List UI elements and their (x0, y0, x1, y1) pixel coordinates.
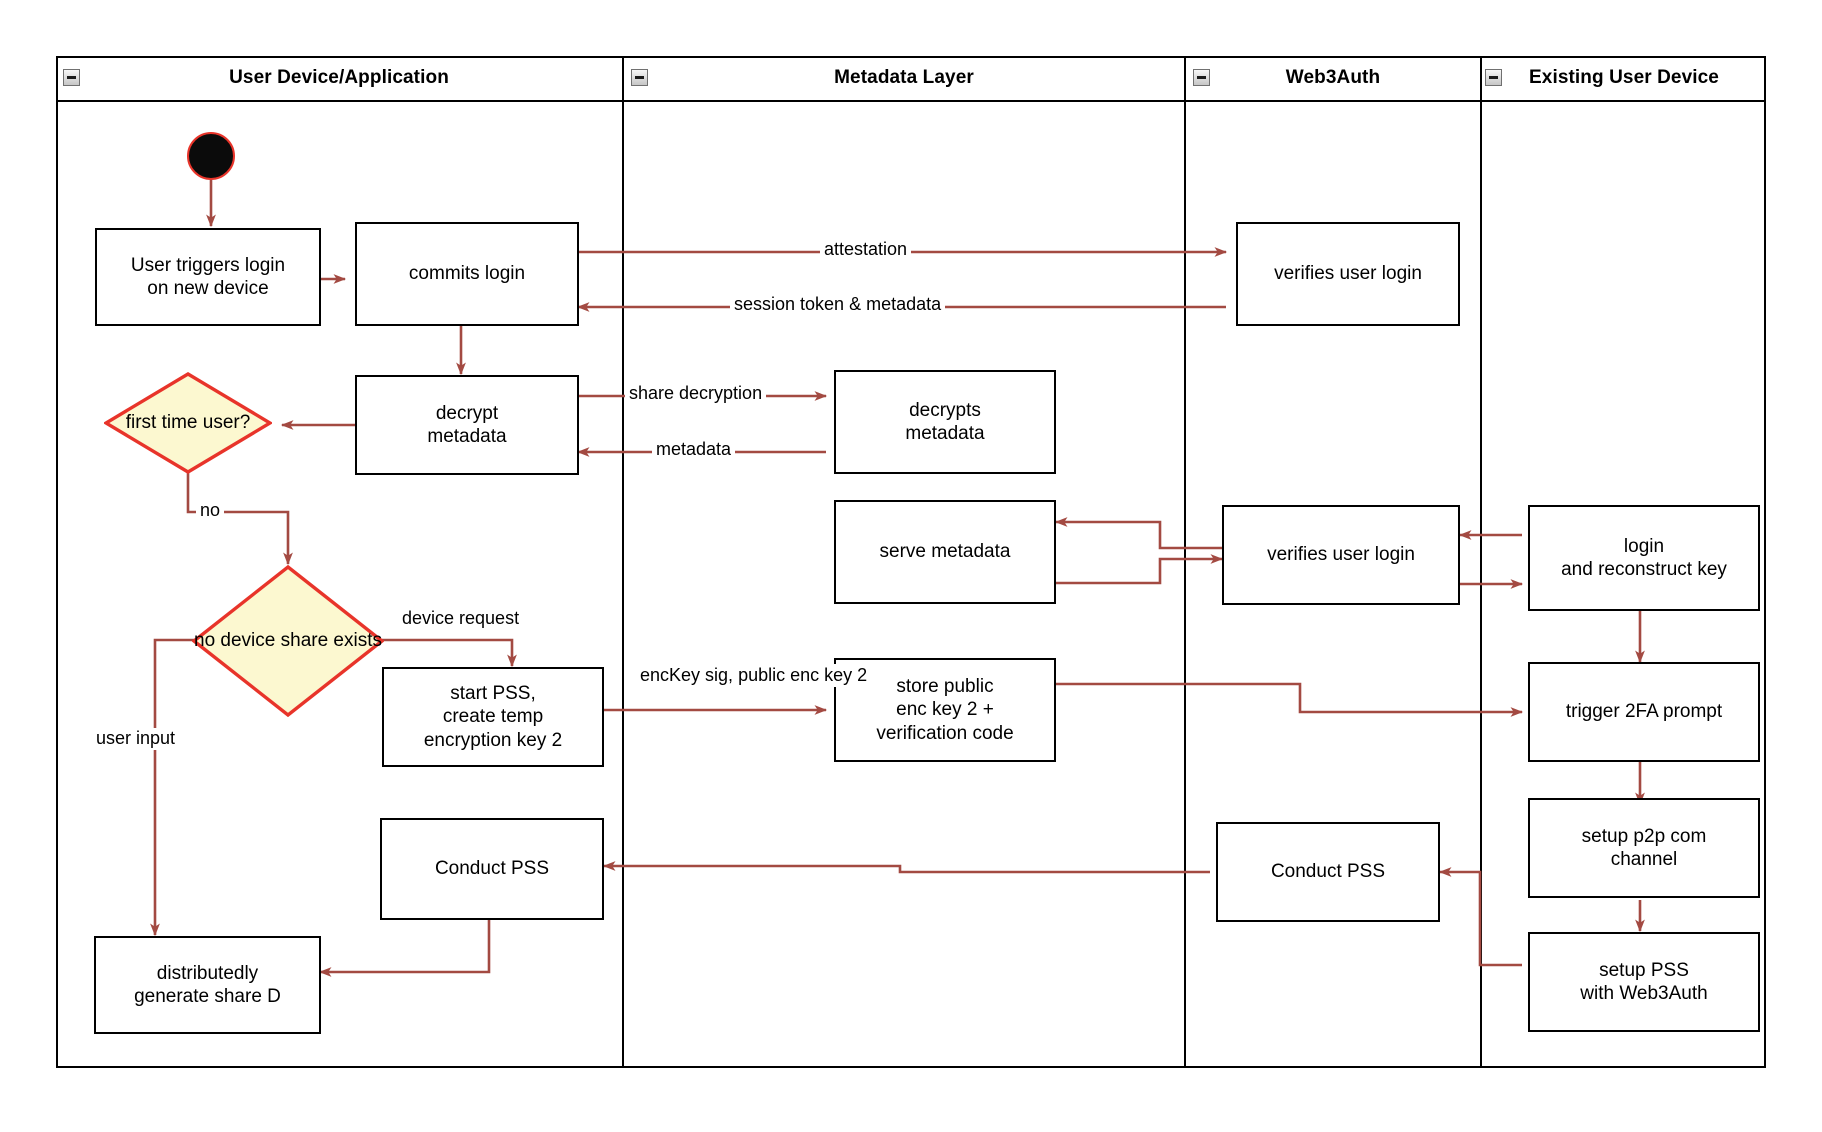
diamond-shape (192, 565, 384, 717)
node-setup-p2p-com-channel[interactable]: setup p2p com channel (1528, 798, 1760, 898)
node-setup-pss-with-web3auth[interactable]: setup PSS with Web3Auth (1528, 932, 1760, 1032)
minus-icon[interactable] (1485, 69, 1502, 86)
node-label-line: start PSS, (450, 683, 536, 705)
edge-label-share-decryption: share decryption (625, 383, 767, 405)
node-label-line: commits login (408, 263, 526, 285)
lane-header-existing-user-device: Existing User Device (1482, 56, 1766, 102)
lane-metadata-layer: Metadata Layer (624, 56, 1186, 1068)
node-login-and-reconstruct-key[interactable]: login and reconstruct key (1528, 505, 1760, 611)
node-start-pss[interactable]: start PSS, create temp encryption key 2 (382, 667, 604, 767)
node-label-line: decrypts (909, 399, 981, 421)
edge-label-attestation: attestation (820, 239, 912, 261)
node-label-line: enc key 2 + (896, 699, 994, 721)
node-label-line: metadata (427, 426, 507, 447)
node-verifies-user-login-1[interactable]: verifies user login (1236, 222, 1460, 326)
minus-icon[interactable] (1193, 69, 1210, 86)
edge-label-no: no (196, 500, 225, 522)
node-label-line: on new device (147, 278, 269, 299)
lane-title-existing-user-device: Existing User Device (1529, 67, 1719, 88)
node-user-triggers-login[interactable]: User triggers login on new device (95, 228, 321, 326)
node-decrypts-metadata[interactable]: decrypts metadata (834, 370, 1056, 474)
node-label-line: verification code (876, 722, 1014, 744)
node-label-line: channel (1610, 849, 1678, 870)
lane-web3auth: Web3Auth (1186, 56, 1482, 1068)
lane-header-web3auth: Web3Auth (1186, 56, 1480, 102)
node-conduct-pss-web3auth[interactable]: Conduct PSS (1216, 822, 1440, 922)
node-label-line: login (1623, 535, 1665, 557)
edge-label-line: encKey sig, (640, 665, 734, 685)
node-label-line: verifies user login (1267, 544, 1415, 566)
node-label-line: decrypt (435, 402, 499, 424)
node-label-line: first time (125, 411, 198, 433)
node-label-line: store public (896, 676, 994, 698)
node-label-line: Conduct PSS (1270, 861, 1386, 883)
node-trigger-2fa-prompt[interactable]: trigger 2FA prompt (1528, 662, 1760, 762)
diamond-shape (104, 372, 272, 474)
minus-icon[interactable] (63, 69, 80, 86)
node-distributedly-generate-share-d[interactable]: distributedly generate share D (94, 936, 321, 1034)
edge-label-enckey-sig: encKey sig, public enc key 2 (636, 664, 872, 687)
lane-user-device: User Device/Application (56, 56, 624, 1068)
node-label-line: create temp (442, 706, 544, 728)
node-no-device-share-exists[interactable]: no device share exists (192, 565, 384, 717)
node-label-line: setup PSS (1599, 959, 1689, 981)
node-label-line: encryption key 2 (423, 729, 563, 751)
lane-title-user-device: User Device/Application (229, 67, 449, 88)
node-verifies-user-login-2[interactable]: verifies user login (1222, 505, 1460, 605)
node-label-line: User triggers login (130, 254, 286, 276)
node-label-line: share exists (280, 629, 382, 651)
edge-label-metadata: metadata (652, 439, 736, 461)
lane-header-user-device: User Device/Application (56, 56, 622, 102)
swimlane-pool (56, 56, 1766, 1068)
node-first-time-user[interactable]: first time user? (104, 372, 272, 474)
edge-label-device-request: device request (398, 608, 524, 630)
node-label-line: setup p2p com (1581, 825, 1707, 847)
lane-title-web3auth: Web3Auth (1285, 67, 1381, 88)
node-label-line: no device (194, 629, 276, 651)
node-label-line: metadata (905, 423, 985, 444)
lane-title-metadata-layer: Metadata Layer (834, 67, 974, 88)
node-label-line: Conduct PSS (434, 858, 550, 880)
minus-icon[interactable] (631, 69, 648, 86)
node-label-line: generate share D (134, 986, 281, 1007)
node-label-line: verifies user login (1274, 263, 1422, 285)
node-label-line: distributedly (156, 962, 259, 984)
node-label-line: and reconstruct key (1561, 559, 1727, 580)
lane-existing-user-device: Existing User Device (1482, 56, 1766, 1068)
edge-label-session-token-metadata: session token & metadata (730, 294, 946, 316)
node-label-line: with Web3Auth (1580, 983, 1708, 1004)
node-commits-login[interactable]: commits login (355, 222, 579, 326)
node-serve-metadata[interactable]: serve metadata (834, 500, 1056, 604)
node-label-line: trigger 2FA prompt (1565, 701, 1723, 723)
node-label-line: user? (202, 411, 251, 433)
initial-node[interactable] (187, 132, 235, 180)
node-decrypt-metadata[interactable]: decrypt metadata (355, 375, 579, 475)
lane-header-metadata-layer: Metadata Layer (624, 56, 1184, 102)
node-conduct-pss-user[interactable]: Conduct PSS (380, 818, 604, 920)
edge-label-line: public enc key 2 (738, 665, 868, 685)
edge-label-user-input: user input (92, 728, 180, 750)
node-label-line: serve metadata (879, 541, 1011, 563)
